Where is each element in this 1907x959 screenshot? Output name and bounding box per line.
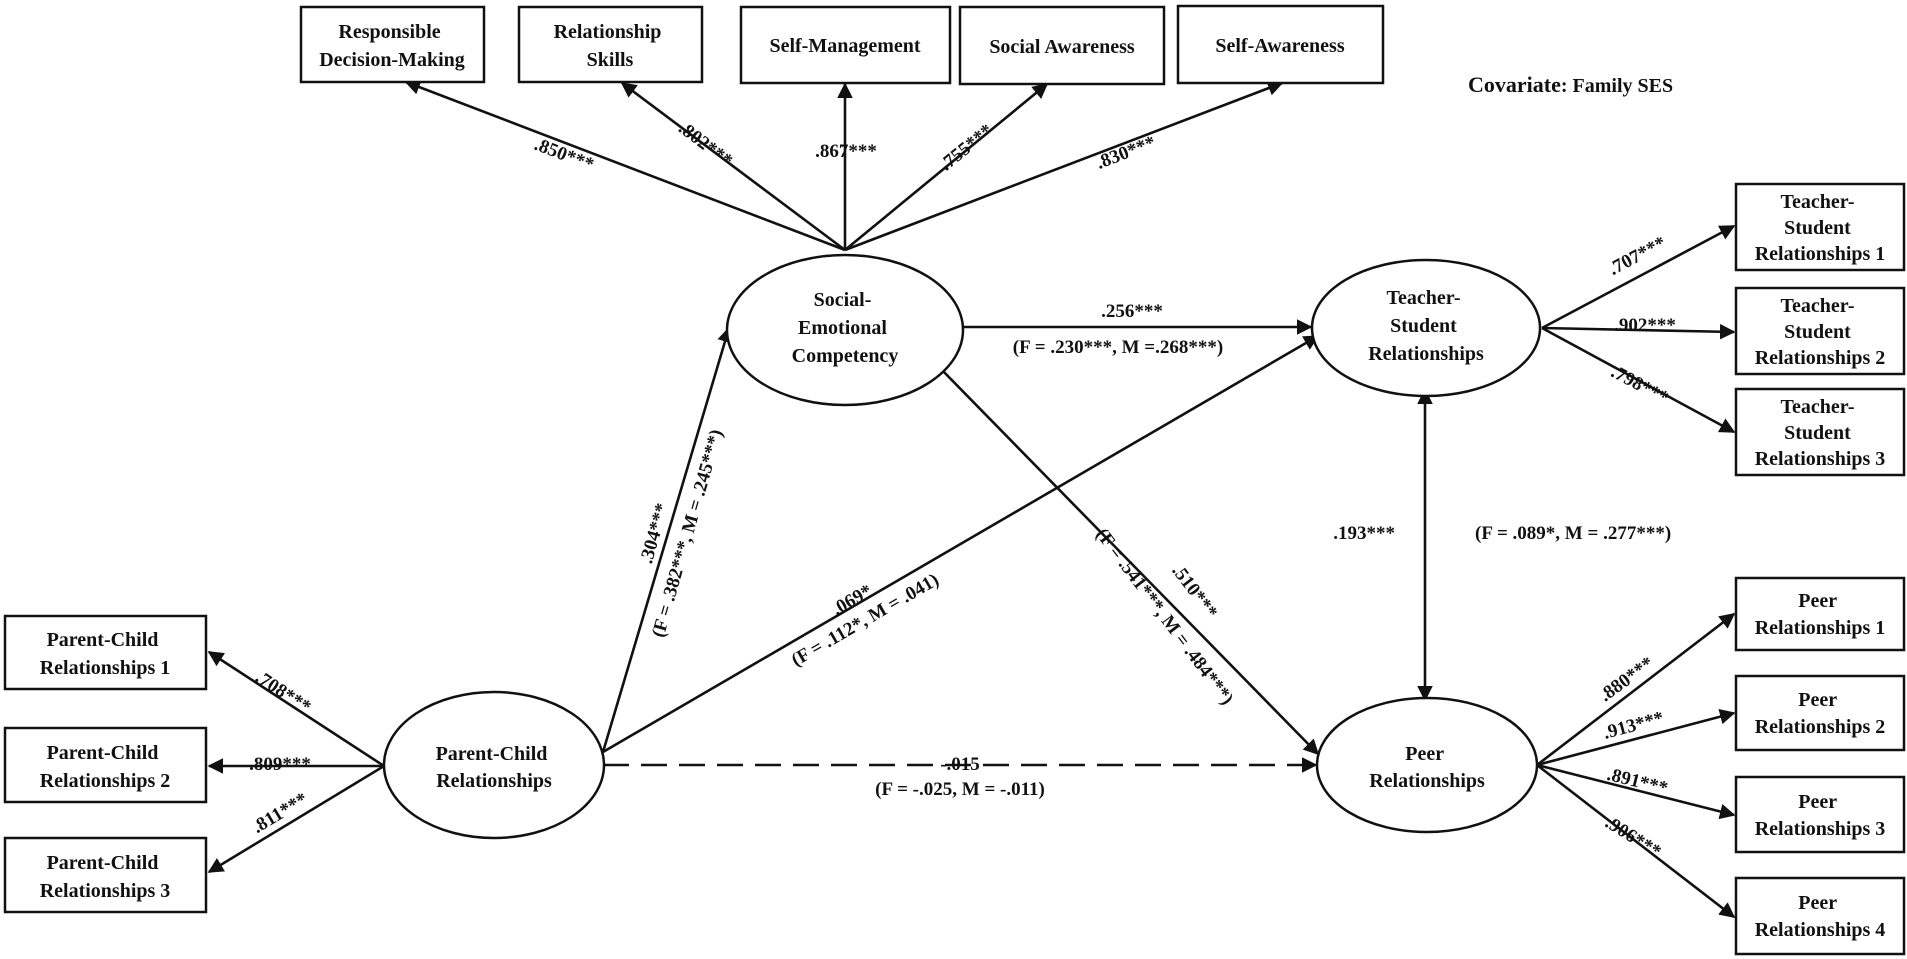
latent-sec [725,253,965,407]
loading-pcr-2: .809*** [249,754,311,775]
path-tsr-ind1 [1541,224,1736,330]
path-sec-self-awareness [844,80,1284,252]
coef-pcr-pr: -.015 [940,754,980,775]
loading-relationship-skills: .802*** [674,118,736,172]
indicator-label-self-awareness: Self-Awareness [1215,35,1344,57]
loading-pr-3: .891*** [1605,764,1670,799]
coef-tsr-pr: .193*** [1333,523,1395,544]
latent-tsr-label: Teacher- Student Relationships [1368,287,1484,365]
indicator-label-tsr-3: Teacher- Student Relationships 3 [1755,396,1886,470]
path-sec-relationship-skills [620,81,846,252]
coef-pcr-pr-group: (F = -.025, M = -.011) [875,779,1045,800]
latent-sec-label: Social- Emotional Competency [792,289,899,367]
coef-tsr-pr-group: (F = .089*, M = .277***) [1475,523,1671,544]
indicator-label-social-awareness: Social Awareness [989,36,1135,58]
path-pr-ind3 [1536,763,1736,820]
path-tsr-ind2 [1541,323,1736,340]
indicator-box-social-awareness [958,5,1166,86]
path-pcr-ind1 [207,650,385,768]
latent-pr [1315,696,1539,834]
path-pr-ind4 [1536,763,1736,919]
indicator-label-decision-making: Responsible Decision-Making [319,21,465,71]
indicator-label-pcr-3: Parent-Child Relationships 3 [40,852,171,902]
path-sec-pr [939,367,1320,756]
latent-pr-label: Peer Relationships [1369,743,1485,792]
coef-sec-pr-group: (F = .541***, M = .484***) [1091,524,1237,708]
indicator-label-relationship-skills: Relationship Skills [554,21,667,71]
loading-self-management: .867*** [815,141,877,162]
loading-decision-making: .850*** [531,134,596,176]
indicator-label-tsr-2: Teacher- Student Relationships 2 [1755,295,1886,369]
indicator-box-tsr-2 [1734,286,1906,376]
coef-sec-tsr-group: (F = .230***, M =.268***) [1013,337,1223,358]
loading-pcr-1: .708*** [251,667,314,718]
indicator-label-pr-3: Peer Relationships 3 [1755,791,1886,840]
indicator-label-pr-4: Peer Relationships 4 [1755,892,1886,941]
loading-pr-4: .906*** [1601,812,1664,863]
loading-tsr-2: .902*** [1614,315,1676,336]
indicator-box-tsr-3 [1734,387,1906,477]
coef-sec-tsr: .256*** [1101,301,1163,322]
latent-pcr [382,690,606,840]
latent-pcr-label: Parent-Child Relationships [436,743,553,792]
indicator-box-decision-making [299,5,486,84]
indicator-box-pcr-3 [3,836,208,914]
indicator-label-tsr-1: Teacher- Student Relationships 1 [1755,191,1886,265]
indicator-box-pr-1 [1734,576,1906,652]
indicator-box-self-management [739,5,952,85]
indicator-box-pcr-1 [3,614,208,691]
path-pcr-tsr [602,334,1320,754]
loading-pcr-3: .811*** [249,789,312,838]
indicator-box-pr-4 [1734,876,1906,956]
path-sec-social-awareness [844,82,1049,252]
loading-tsr-1: .707*** [1605,232,1669,280]
path-pr-ind1 [1536,612,1736,767]
covariate-label: Covariate: Family SES [1468,72,1673,97]
indicator-label-pcr-1: Parent-Child Relationships 1 [40,629,171,679]
indicator-box-pr-2 [1734,674,1906,752]
indicator-box-self-awareness [1176,4,1385,85]
path-pcr-sec [601,326,733,753]
path-sec-decision-making [404,79,846,252]
loading-social-awareness: .755*** [936,120,997,175]
path-pr-ind2 [1536,709,1736,767]
latent-tsr [1310,258,1542,398]
indicator-label-pcr-2: Parent-Child Relationships 2 [40,742,171,792]
path-tsr-ind3 [1541,326,1736,434]
path-pcr-ind3 [207,764,385,874]
indicator-box-pcr-2 [3,726,208,804]
indicator-box-relationship-skills [517,5,704,84]
indicator-label-pr-1: Peer Relationships 1 [1755,590,1886,639]
indicator-box-tsr-1 [1734,182,1906,272]
loading-self-awareness: .830*** [1093,132,1158,174]
indicator-box-pr-3 [1734,775,1906,854]
loading-tsr-3: .798*** [1607,361,1671,409]
indicator-label-pr-2: Peer Relationships 2 [1755,689,1886,738]
indicator-label-self-management: Self-Management [769,35,920,57]
